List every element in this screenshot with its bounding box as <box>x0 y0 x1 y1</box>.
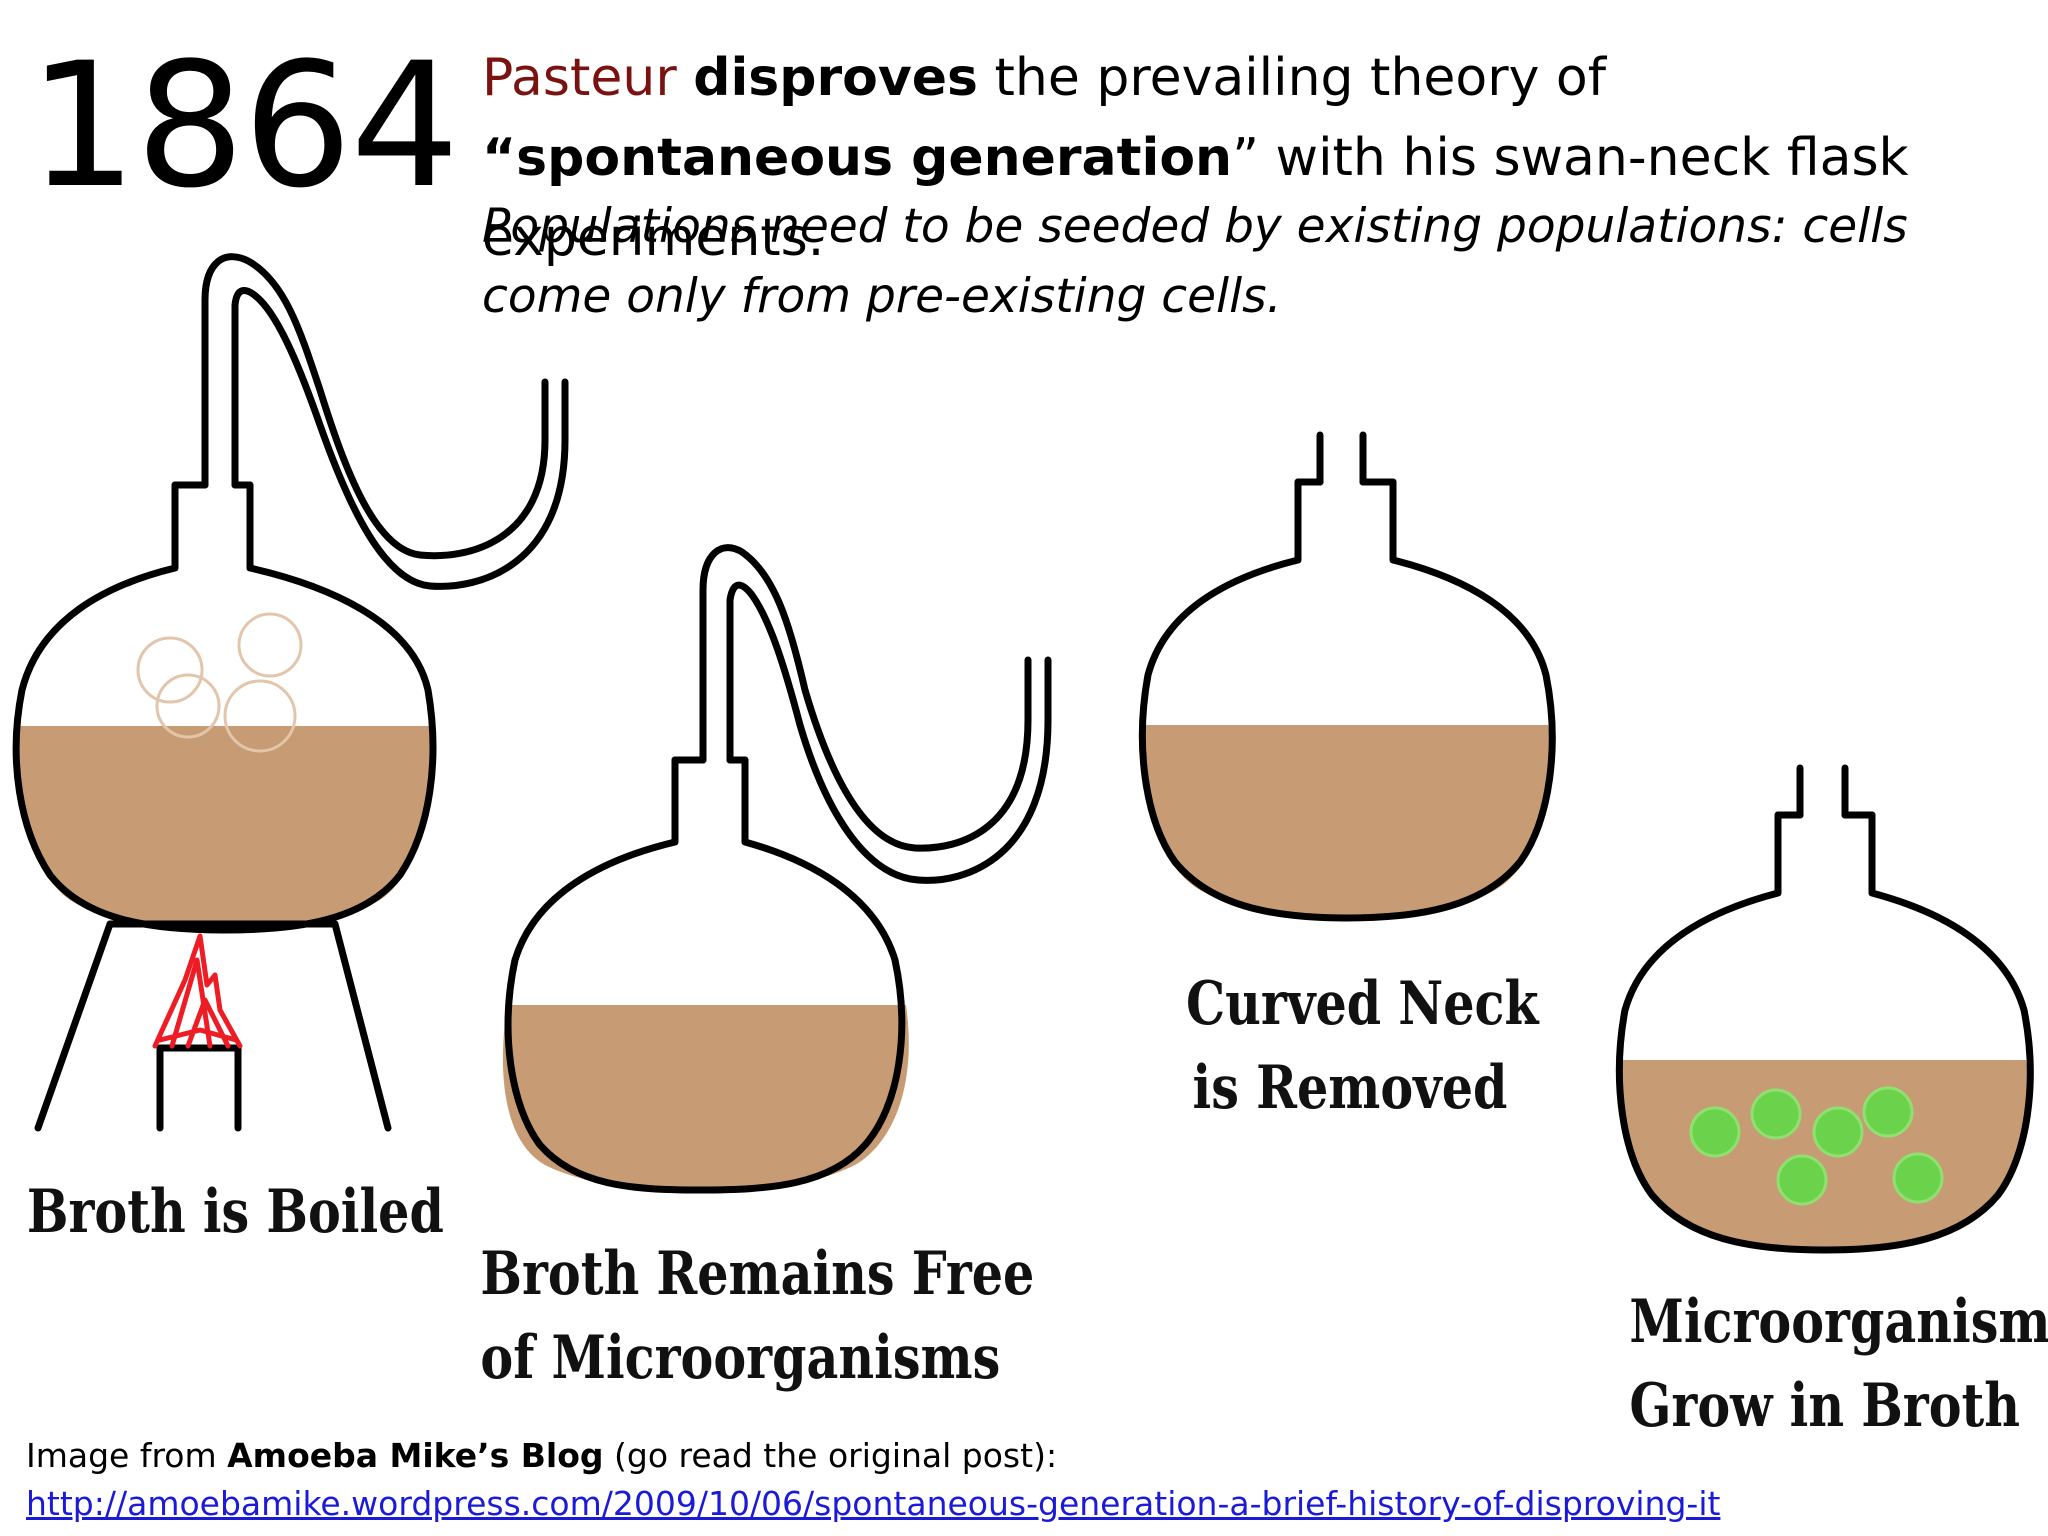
swan-neck-tube-inner <box>231 287 569 590</box>
year-heading: 1864 <box>28 25 460 226</box>
caption-grow-line2: Grow in Broth <box>1629 1371 2021 1441</box>
microbe <box>1862 1086 1914 1138</box>
cell-theory-note: Populations need to be seeded by existin… <box>482 199 1908 324</box>
bubble <box>223 679 297 753</box>
bubble <box>237 612 303 678</box>
microbe <box>1892 1152 1944 1204</box>
swan-neck-flask-outline <box>504 756 906 1194</box>
boiling-flask-outline <box>12 481 437 934</box>
boiling-bubbles <box>136 612 303 753</box>
caption-microorganisms-grow: Microorganisms Grow in Broth <box>1629 1280 2048 1448</box>
credit-prefix: Image from <box>26 1436 228 1475</box>
image-credit: Image from Amoeba Mike’s Blog (go read t… <box>26 1432 2026 1528</box>
spontaneous-generation-term: “spontaneous generation <box>482 128 1233 188</box>
headline-tail: with his swan-neck flask experiments. <box>482 128 1909 268</box>
swan-neck-flask-broth <box>502 1005 909 1188</box>
neck-removed-flask-outline <box>1138 478 1556 922</box>
microbe-cluster <box>1689 1086 1944 1206</box>
neck-removed-flask <box>1138 431 1556 922</box>
neck-removed-flask-broth <box>1143 725 1551 918</box>
microbe <box>1689 1106 1741 1158</box>
caption-neck-removed-line1: Curved Neck <box>1186 969 1539 1039</box>
boiling-flask-broth <box>19 726 432 930</box>
headline: Pasteur disproves the prevailing theory … <box>482 38 2022 278</box>
flame-icon <box>152 933 243 1049</box>
bubble <box>155 673 221 739</box>
credit-source-name: Amoeba Mike’s Blog <box>227 1436 604 1475</box>
pasteur-name: Pasteur <box>482 48 677 108</box>
swan-neck-tube <box>201 253 549 560</box>
disproves-word: disproves <box>693 48 978 108</box>
credit-source-link[interactable]: http://amoebamike.wordpress.com/2009/10/… <box>26 1484 1721 1523</box>
microbe <box>1750 1088 1802 1140</box>
caption-broth-free-line2: of Microorganisms <box>480 1323 1001 1393</box>
caption-broth-boiled: Broth is Boiled <box>27 1170 444 1254</box>
credit-middle: (go read the original post): <box>603 1436 1058 1475</box>
caption-neck-removed-line2: is Removed <box>1192 1053 1508 1123</box>
boiling-flask <box>12 253 569 934</box>
swan-neck-flask-tube-inner <box>726 581 1052 884</box>
caption-neck-removed: Curved Neck is Removed <box>1186 962 1539 1130</box>
caption-broth-boiled-text: Broth is Boiled <box>26 1177 444 1247</box>
burner-stand <box>34 920 392 1132</box>
contaminated-flask-outline <box>1615 811 2034 1254</box>
caption-broth-free-line1: Broth Remains Free <box>480 1239 1035 1309</box>
swan-neck-flask-tube <box>699 544 1032 852</box>
caption-grow-line1: Microorganisms <box>1629 1287 2048 1357</box>
bubble <box>136 636 204 704</box>
caption-broth-free: Broth Remains Free of Microorganisms <box>480 1232 1035 1400</box>
swan-neck-flask <box>502 544 1052 1194</box>
headline-middle: the prevailing theory of <box>977 48 1607 108</box>
microbe <box>1812 1106 1864 1158</box>
closing-quote: ” <box>1232 128 1260 188</box>
microbe <box>1776 1154 1828 1206</box>
